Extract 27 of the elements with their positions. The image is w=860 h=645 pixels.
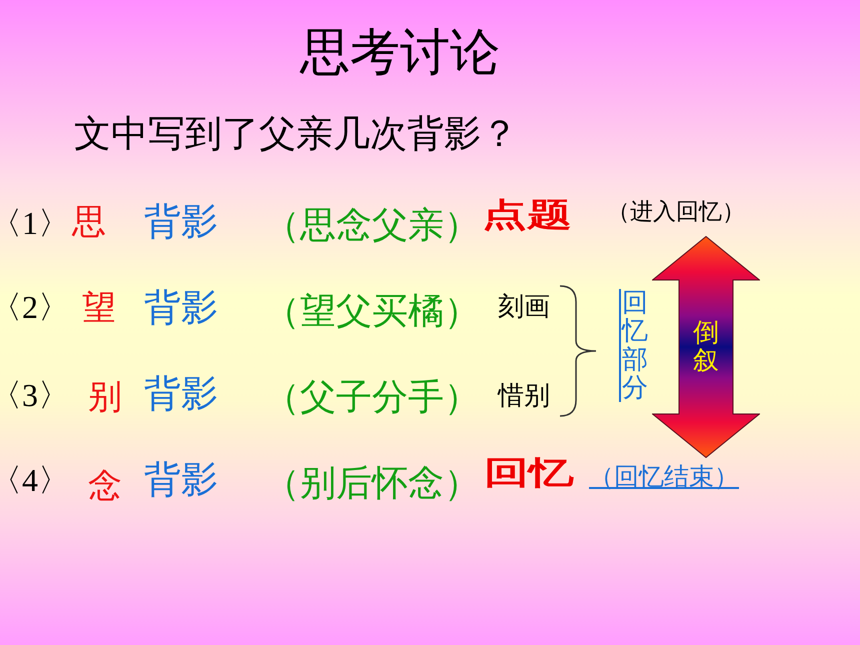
question: 文中写到了父亲几次背影？: [74, 116, 518, 153]
list-marker: 〈3〉: [6, 379, 70, 411]
key-character: 望: [82, 292, 116, 326]
emphasis-word: 点题: [482, 199, 572, 231]
list-marker: 〈2〉: [6, 291, 70, 323]
double-arrow: [652, 236, 760, 458]
parenthetical-note: （望父买橘）: [264, 293, 480, 329]
key-character: 思: [72, 206, 106, 240]
heading: 思考讨论: [300, 27, 500, 77]
vertical-text: 回忆部分: [619, 289, 648, 402]
parenthetical-note: （别后怀念）: [264, 465, 480, 501]
key-character: 念: [88, 470, 122, 504]
arrow-label: 倒叙: [693, 319, 719, 376]
term: 背影: [144, 204, 218, 241]
term: 背影: [144, 376, 218, 413]
emphasis-word: 回忆: [484, 457, 574, 489]
parenthetical-note: （父子分手）: [264, 379, 480, 415]
list-marker: 〈4〉: [6, 464, 70, 496]
key-character: 别: [88, 381, 122, 415]
annotation: （回忆结束）: [589, 465, 739, 490]
side-note: 刻画: [498, 294, 550, 320]
parenthetical-note: （思念父亲）: [264, 207, 480, 243]
annotation: （进入回忆）: [607, 200, 745, 223]
list-marker: 〈1〉: [6, 207, 70, 239]
term: 背影: [144, 290, 218, 327]
side-note: 惜别: [498, 383, 550, 409]
term: 背影: [144, 462, 218, 499]
